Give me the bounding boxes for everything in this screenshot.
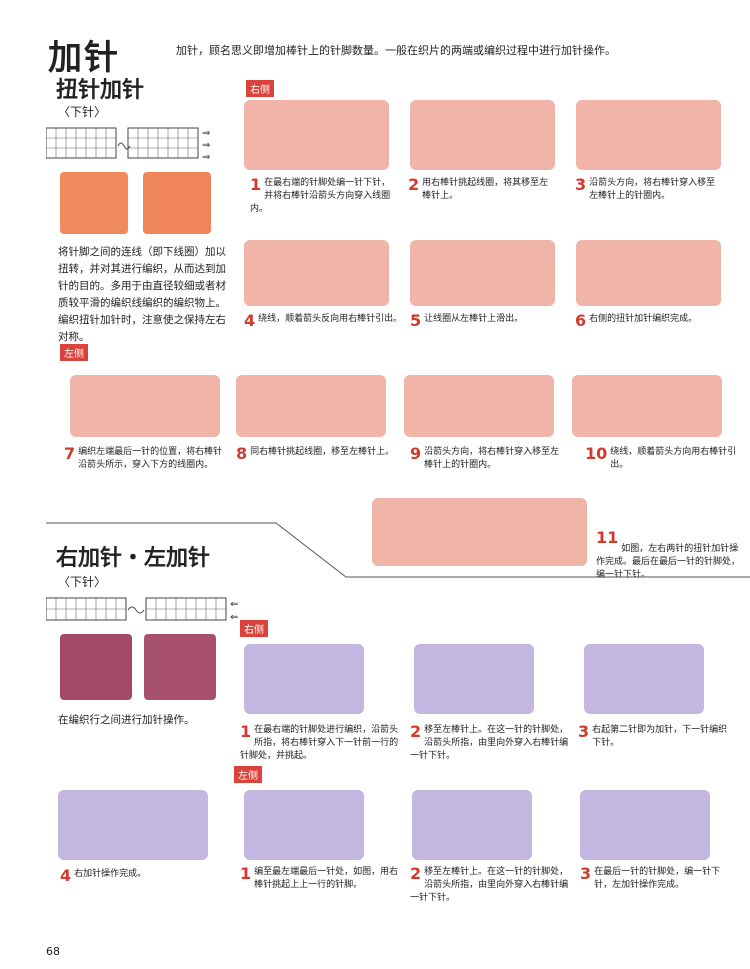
illustration-step-5 (410, 240, 555, 306)
section2-subtitle: 〈下针〉 (58, 575, 107, 589)
stitch-chart-1: ⇒ ⇒ ⇒ (46, 127, 210, 163)
page-number: 68 (46, 945, 60, 958)
svg-text:⇐: ⇐ (230, 599, 238, 610)
swatch-photo-orange-2 (143, 172, 211, 234)
illustration-step-3 (576, 100, 721, 170)
section2-title: 右加针・左加针 (56, 546, 211, 571)
section-divider (46, 522, 750, 578)
illustration-right-step-3 (584, 644, 704, 714)
section2-description: 在编织行之间进行加针操作。 (58, 714, 195, 726)
svg-text:⇐: ⇐ (230, 612, 238, 623)
illustration-right-step-1 (244, 644, 364, 714)
illustration-step-6 (576, 240, 721, 306)
section1-subtitle: 〈下针〉 (58, 105, 107, 119)
tag-left-2: 左侧 (234, 766, 262, 783)
illustration-step-10 (572, 375, 722, 437)
section1-description: 将针脚之间的连线（即下线圈）加以扭转，并对其进行编织，从而达到加针的目的。多用于… (58, 246, 226, 343)
illustration-step-8 (236, 375, 386, 437)
stitch-chart-2: ⇐ ⇐ (46, 597, 238, 623)
tag-left-1: 左侧 (60, 344, 88, 361)
intro-text: 加针，顾名思义即增加棒针上的针脚数量。一般在织片的两端或编织过程中进行加针操作。 (176, 44, 616, 57)
illustration-step-7 (70, 375, 220, 437)
svg-text:⇒: ⇒ (202, 128, 210, 139)
swatch-photo-orange-1 (60, 172, 128, 234)
svg-text:⇒: ⇒ (202, 140, 210, 151)
illustration-step-11 (372, 498, 587, 566)
illustration-step-2 (410, 100, 555, 170)
illustration-step-9 (404, 375, 554, 437)
tag-right-2: 右侧 (240, 620, 268, 637)
section1-title: 扭针加针 (56, 78, 145, 103)
svg-text:⇒: ⇒ (202, 152, 210, 163)
swatch-photo-plum-1 (60, 634, 132, 700)
illustration-step-4 (244, 240, 389, 306)
illustration-right-step-4 (58, 790, 208, 860)
tag-right-1: 右侧 (246, 80, 274, 97)
page-title: 加针 (48, 38, 120, 78)
illustration-right-step-2 (414, 644, 534, 714)
illustration-left-step-1 (244, 790, 364, 860)
illustration-left-step-2 (412, 790, 532, 860)
illustration-step-1 (244, 100, 389, 170)
swatch-photo-plum-2 (144, 634, 216, 700)
illustration-left-step-3 (580, 790, 710, 860)
